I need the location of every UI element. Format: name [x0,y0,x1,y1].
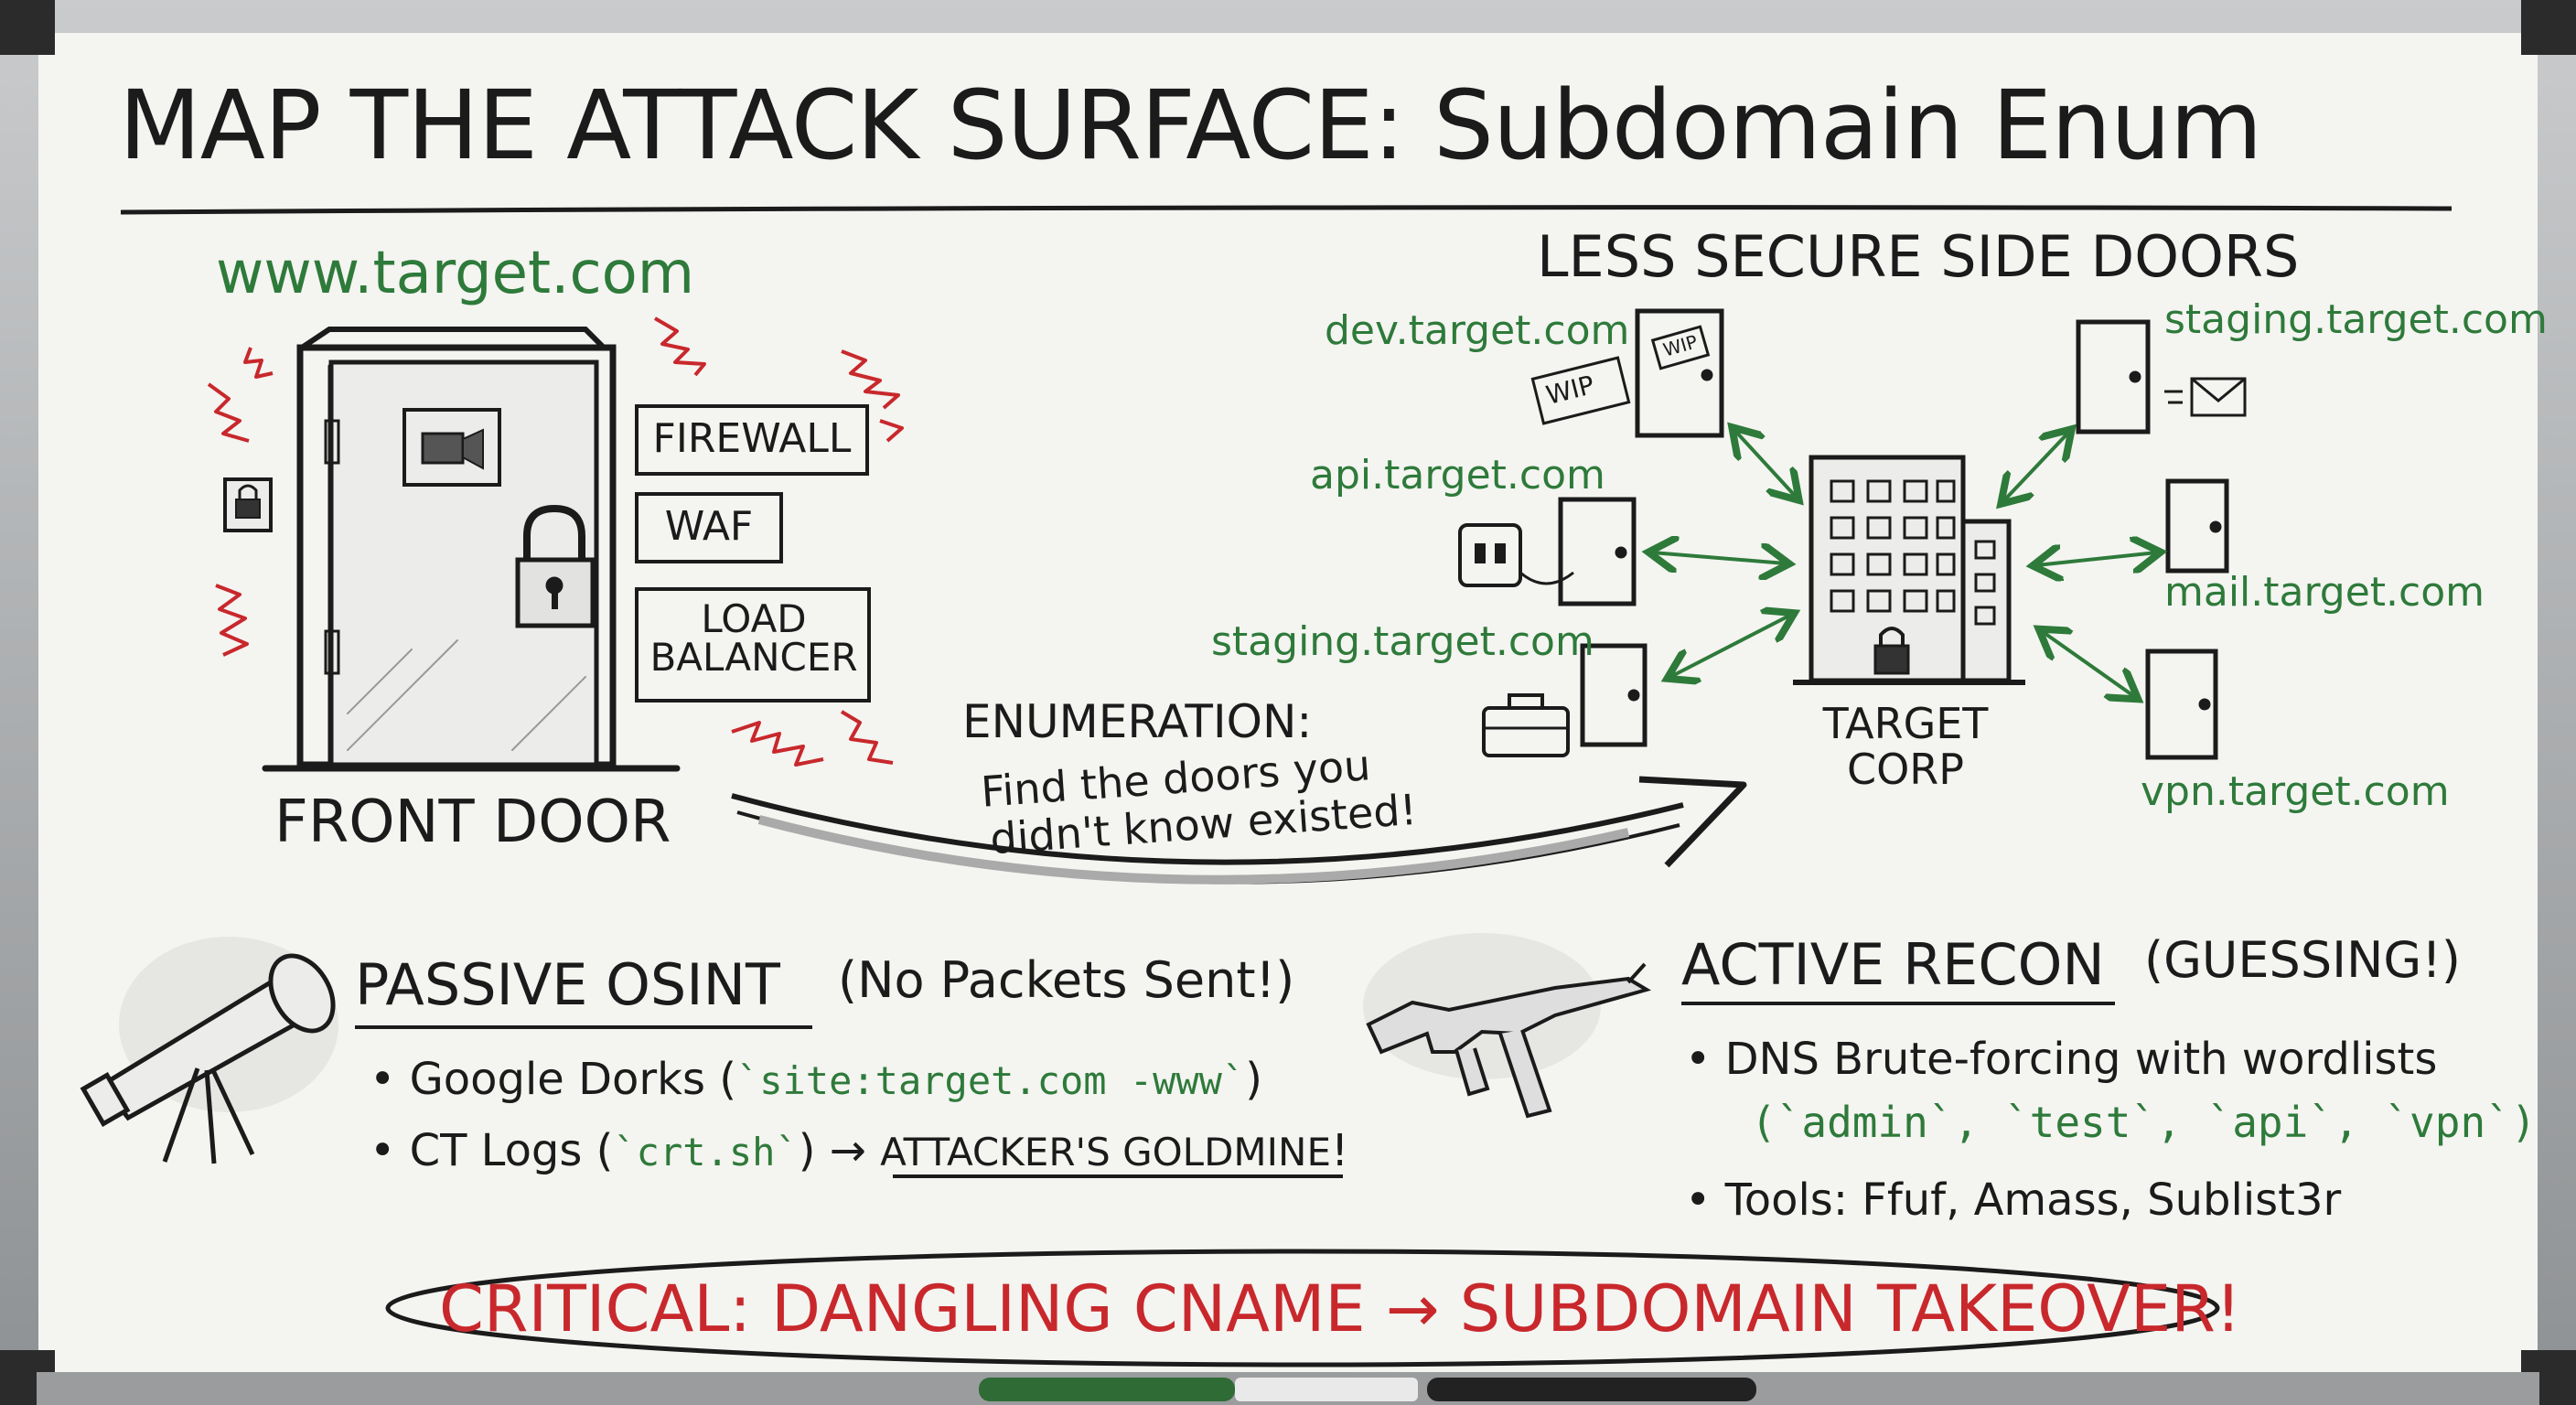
door-staging-right [2076,319,2151,434]
enumeration-arrow [731,776,1747,885]
active-note: (GUESSING!) [2144,931,2461,989]
subdomain-dev: dev.target.com [1325,307,1630,354]
enumeration-heading: ENUMERATION: [962,695,1313,748]
waf-label: WAF [664,503,754,550]
passive-bullet-1: • Google Dorks (`site:target.com -www`) [370,1054,1262,1105]
rifle-icon [1363,933,1652,1119]
telescope-icon [80,937,338,1164]
door-dev [1635,308,1724,438]
critical-banner: CRITICAL: DANGLING CNAME → SUBDOMAIN TAK… [439,1271,2241,1346]
active-bullet-2: • Tools: Ffuf, Amass, Sublist3r [1685,1174,2342,1226]
door-staging-left [1580,643,1648,747]
marker-label [1235,1378,1418,1401]
target-corp-building [1793,455,2025,685]
front-door-label: FRONT DOOR [274,788,671,856]
passive-bullet-2: • CT Logs (`crt.sh`) → ATTACKER'S GOLDMI… [370,1125,1349,1176]
target-corp-label-1: TARGET [1822,699,1989,748]
target-corp-label-2: CORP [1846,745,1965,794]
green-marker-icon [979,1378,1235,1401]
active-heading: ACTIVE RECON [1681,931,2105,998]
toolbox-icon [1482,693,1570,757]
door-mail [2165,478,2229,574]
page-title: MAP THE ATTACK SURFACE: Subdomain Enum [119,70,2262,181]
load-balancer-label: LOAD BALANCER [649,596,858,680]
door-vpn [2145,649,2218,760]
subdomain-vpn: vpn.target.com [2141,768,2450,815]
door-api [1558,497,1637,606]
connection-arrows [1652,430,2157,697]
subdomain-mail: mail.target.com [2164,569,2485,616]
front-door-illustration [262,327,681,772]
active-wordlist: (`admin`, `test`, `api`, `vpn`) [1751,1098,2537,1147]
wall-lock-icon [223,477,273,532]
wip-tags [1530,325,1711,425]
firewall-label: FIREWALL [652,415,852,462]
front-domain-label: www.target.com [216,240,695,307]
subdomain-staging-left: staging.target.com [1211,618,1594,665]
subdomain-api: api.target.com [1310,452,1605,499]
subdomain-staging-right: staging.target.com [2164,296,2548,343]
envelope-icon [2164,377,2247,417]
side-doors-heading: LESS SECURE SIDE DOORS [1537,223,2300,290]
critical-oval [385,1249,2220,1367]
active-bullet-1: • DNS Brute-forcing with wordlists [1685,1034,2438,1085]
alarm-squiggles [207,316,904,767]
frame-corner [0,0,55,55]
side-doors [1558,308,2229,760]
power-socket-icon [1458,523,1574,587]
control-boxes [635,404,871,702]
passive-note: (No Packets Sent!) [838,951,1295,1009]
passive-heading: PASSIVE OSINT [355,951,780,1018]
frame-corner [2521,0,2576,55]
title-underline [120,205,2453,215]
black-marker-icon [1427,1378,1756,1401]
